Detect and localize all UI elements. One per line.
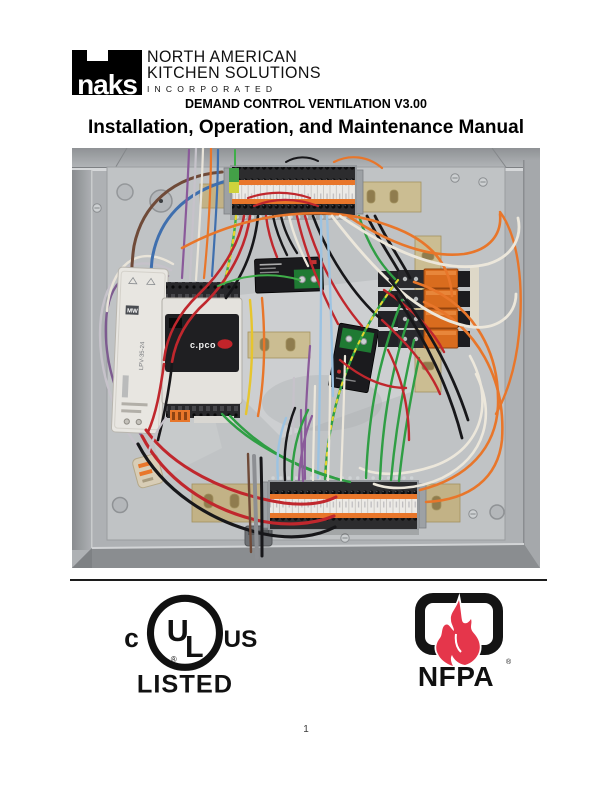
company-name-block: NORTH AMERICAN KITCHEN SOLUTIONS INCORPO… [147, 48, 321, 94]
ul-letter-l: L [185, 630, 204, 664]
ul-letter-u: U [167, 614, 189, 648]
company-line-3: INCORPORATED [147, 84, 278, 94]
ul-suffix-us: US [224, 626, 258, 653]
controller-brand-label: c.pco [190, 340, 216, 350]
psu-brand-label: MW [127, 308, 138, 314]
nfpa-svg: NFPA ® [415, 593, 512, 690]
document-title: Installation, Operation, and Maintenance… [87, 117, 524, 138]
relay-module-2 [328, 322, 379, 394]
nfpa-flame-icon [434, 593, 482, 669]
ul-registered-symbol: ® [171, 655, 177, 664]
nfpa-mark: NFPA ® [405, 590, 519, 690]
company-line-1: NORTH AMERICAN [147, 48, 298, 67]
control-panel-photo: MW LPV-35-24 c.pco [72, 148, 540, 568]
divider-rule [70, 579, 547, 581]
control-panel-photo-svg: MW LPV-35-24 c.pco [72, 148, 540, 568]
top-terminal-strip [223, 165, 364, 220]
nfpa-caption: NFPA [418, 661, 494, 690]
naks-logo-text: naks [77, 69, 138, 100]
naks-logo: naks [72, 50, 142, 99]
psu-model-label: LPV-35-24 [139, 341, 146, 370]
naks-logo-notch [86, 50, 108, 61]
ul-prefix-c: c [124, 623, 139, 653]
ul-listed-mark: U L ® c US LISTED [116, 590, 258, 698]
power-supply: MW LPV-35-24 [110, 266, 169, 435]
nfpa-flame-highlight [454, 633, 462, 653]
document-subtitle: DEMAND CONTROL VENTILATION V3.00 [185, 97, 427, 111]
ul-listed-svg: U L ® c US LISTED [124, 594, 258, 698]
bottom-terminal-strip [260, 476, 427, 535]
ul-listed-caption: LISTED [137, 671, 233, 698]
ul-circle [146, 594, 224, 671]
page-number: 1 [303, 724, 309, 735]
wiring [136, 148, 522, 560]
company-line-2: KITCHEN SOLUTIONS [147, 64, 321, 83]
nfpa-registered-symbol: ® [506, 658, 512, 666]
